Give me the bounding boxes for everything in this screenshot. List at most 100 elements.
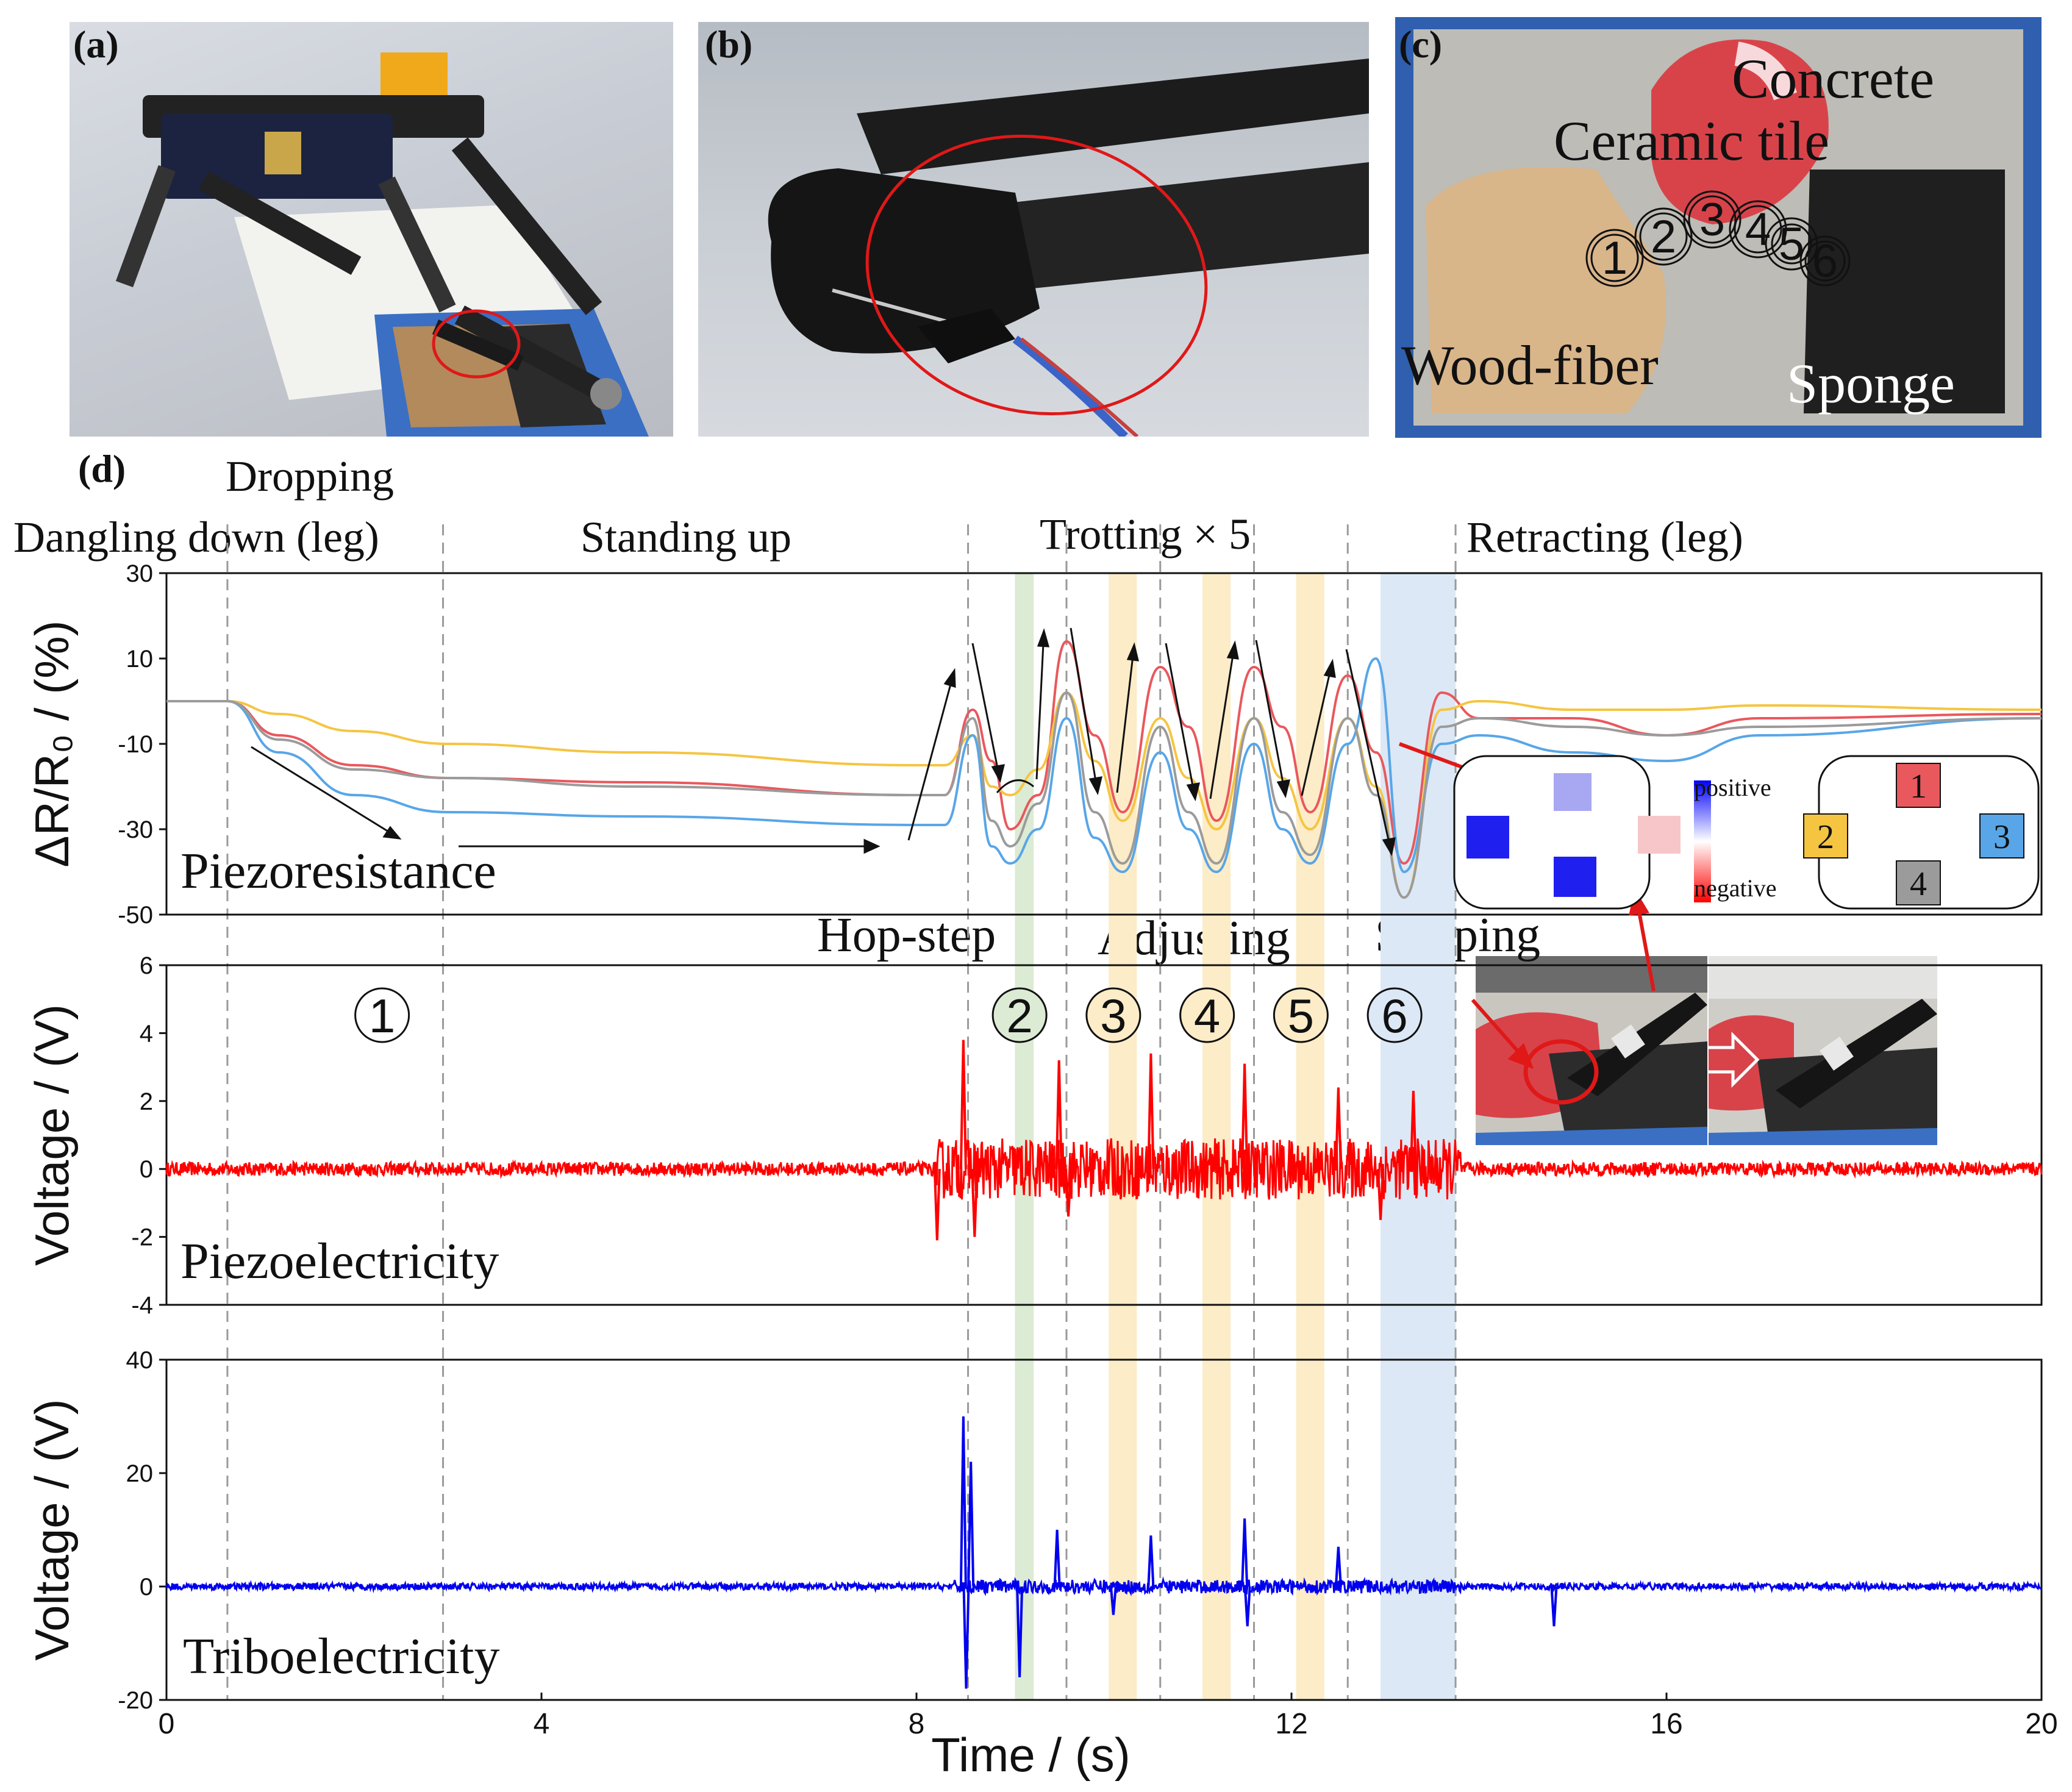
surface-label-concrete: Concrete [1732,48,1934,110]
y-tick-label: 0 [140,1574,153,1601]
signal-spike [971,1169,979,1237]
surface-marker-circle [1771,223,1812,265]
surface-label-ceramic: Ceramic tile [1554,110,1829,172]
signal-spike [959,1040,967,1169]
sensor-box-3 [1979,813,2024,859]
surface-marker-label: 2 [1651,211,1676,263]
signal-spike [1065,1169,1073,1217]
signal-spike [1334,1087,1342,1169]
surface-marker-circle [1804,240,1846,282]
panel-label-d: (d) [78,447,126,490]
arrowhead [1037,628,1050,648]
surface-marker-circle [1590,234,1639,282]
phase-label-dropping: Dropping [226,452,394,501]
y-tick-label: -30 [118,816,153,843]
trace-label: Triboelectricity [183,1628,499,1685]
phase-label-standing: Standing up [581,513,791,562]
trend-arrow [1165,643,1196,799]
arrowhead [1276,779,1290,799]
panel-label-c: (c) [1399,23,1443,66]
signal-spike [1334,1546,1342,1587]
callout-arrow [1637,911,1656,991]
trace-label: Piezoelectricity [180,1233,499,1290]
sensor-label-2: 2 [1817,818,1834,856]
surface-label-wood: Wood-fiber [1401,334,1659,396]
noise-trace [165,1138,2043,1200]
photo-slip-before [1476,956,1707,1145]
force-cell-left [1466,816,1509,859]
photo-foot-sensor [698,22,1369,437]
surface-marker-label: 3 [1699,194,1725,246]
trace-label: Piezoresistance [180,843,496,899]
colormap-label-negative: negative [1694,874,1777,902]
signal-spike [1055,1060,1063,1169]
y-axis-label: ΔR/R₀ / (%) [25,620,79,867]
trend-arrow [1070,627,1099,793]
region-marker-circle [1273,987,1329,1043]
force-cell-rear [1554,857,1596,897]
signal-spike [1243,1586,1251,1627]
y-tick-label: 0 [140,1156,153,1183]
phase-boundaries [226,524,1457,1700]
region-marker-label: 5 [1288,989,1314,1043]
y-tick-label: 30 [126,560,154,587]
arrowhead [1126,642,1139,662]
sensor-layout-inset: 1 2 3 4 [1803,755,2040,910]
signal-spike [967,1462,975,1587]
arrowhead [1186,782,1200,802]
surface-marker-circle [1734,205,1782,254]
trend-arrow [907,670,956,841]
region-marker-circle [1179,987,1235,1043]
y-axis-label: Voltage / (V) [25,1399,79,1660]
sensor-box-1 [1896,763,1941,808]
x-tick-label: 4 [534,1708,550,1740]
signal-spike [1053,1529,1061,1587]
callout-arrow [1471,999,1520,1053]
force-map-inset: positive negative [1453,755,1777,910]
y-tick-label: 20 [126,1460,154,1487]
x-tick-label: 16 [1650,1708,1682,1740]
region-marker-label: 4 [1194,989,1220,1043]
trend-arrow [251,746,400,840]
surface-marker-label: 6 [1812,235,1838,287]
surface-marker-circle [1688,195,1737,244]
piezoresistance-series-line [166,691,2042,899]
signal-spike [1409,1091,1417,1169]
signal-spike [1241,1518,1249,1587]
photo-slip-after [1709,956,1937,1145]
trend-arrows [251,627,1396,857]
region-marker-circle [1085,987,1141,1043]
region-marker-circle [1366,987,1423,1043]
piezoresistance-series-line [166,640,2042,865]
trend-arrow [971,643,1001,781]
arrowhead [1382,837,1396,857]
signal-spike [933,1169,941,1241]
panel-label-a: (a) [73,23,119,66]
y-tick-label: 4 [140,1020,153,1047]
y-tick-label: -20 [118,1687,153,1714]
trend-arrow [1301,661,1334,796]
piezoresistance-series-line [166,691,2042,899]
arrowhead [1088,776,1102,796]
region-marker-circle [991,987,1048,1043]
phase-band [1015,573,1034,1700]
sensor-label-4: 4 [1910,865,1927,903]
trend-arrow [1116,644,1135,793]
y-tick-label: 6 [140,952,153,979]
y-tick-label: -10 [118,731,153,758]
phase-band [1109,573,1137,1700]
hop-arc [996,779,1034,793]
signal-spike [1377,1169,1385,1220]
y-tick-label: -50 [118,902,153,929]
phase-label-dangling: Dangling down (leg) [13,513,379,562]
surface-marker-label: 4 [1745,204,1771,255]
sensor-box-4 [1896,860,1941,905]
region-marker-label: 2 [1006,989,1032,1043]
signal-spike [1109,1586,1117,1615]
arrowhead [991,764,1005,784]
y-tick-label: 2 [140,1088,153,1115]
arrowhead [1507,1043,1534,1069]
